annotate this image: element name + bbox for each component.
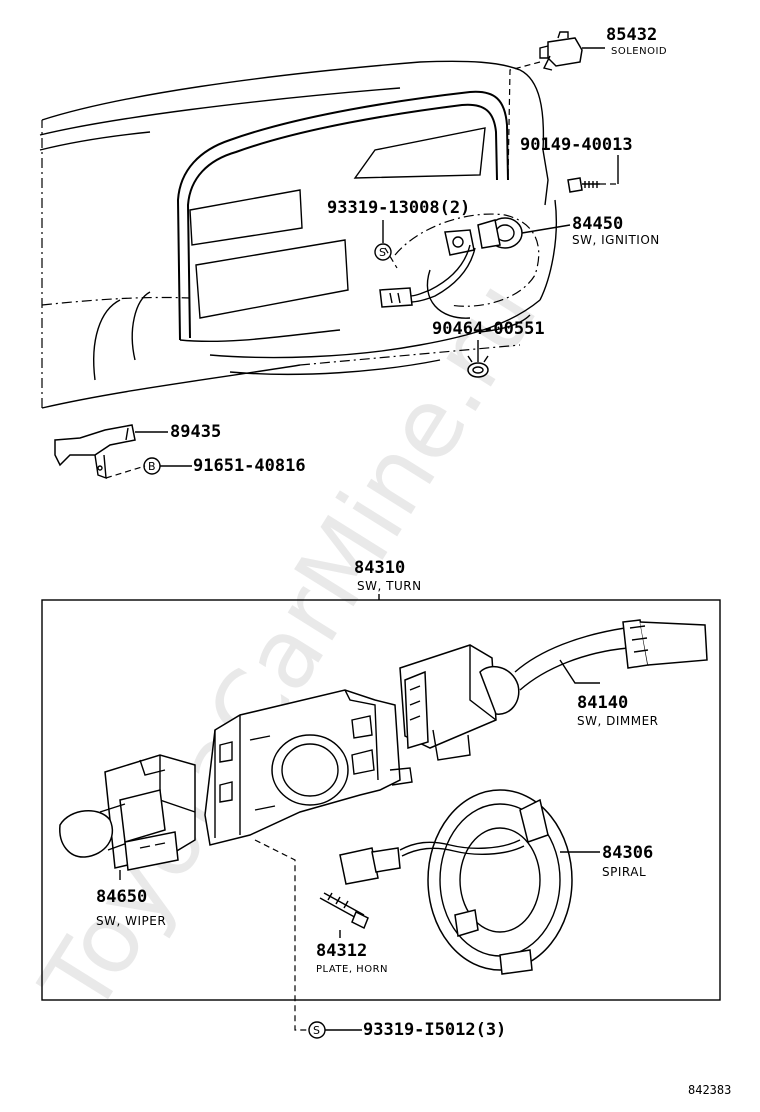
wiper-switch-part — [59, 754, 196, 871]
callout-screw-s: 93319-13008(2) S — [327, 198, 470, 261]
spiral-cable-part — [339, 789, 573, 975]
dashboard-illustration — [39, 60, 558, 409]
bolt-part — [567, 177, 618, 193]
part-number: 90464-00551 — [432, 319, 545, 339]
callout-turn: 84310 SW, TURN — [354, 558, 422, 600]
s-marker-icon — [374, 243, 392, 261]
part-name: PLATE, HORN — [316, 964, 388, 975]
callout-dimmer: 84140 SW, DIMMER — [559, 659, 659, 728]
part-name: SW, TURN — [357, 579, 422, 593]
part-number: 84310 — [354, 558, 405, 578]
clamp-part — [467, 355, 489, 378]
part-number: 93319-I5012(3) — [363, 1020, 506, 1040]
part-number: 84306 — [602, 843, 653, 863]
dimmer-switch-part — [399, 619, 708, 761]
callout-bolt: 90149-40013 — [520, 135, 633, 184]
callout-spiral: 84306 SPIRAL — [560, 843, 653, 879]
s-marker-label: S — [313, 1024, 320, 1037]
callout-ignition: 84450 SW, IGNITION — [521, 214, 660, 247]
part-number: 91651-40816 — [193, 456, 306, 476]
diagram-id: 842383 — [688, 1083, 731, 1097]
part-number: 85432 — [606, 25, 657, 45]
callout-clamp: 90464-00551 — [432, 319, 545, 362]
callout-screw-s2: S 93319-I5012(3) — [308, 1020, 506, 1040]
part-name: SW, IGNITION — [572, 233, 660, 247]
part-number: 84312 — [316, 941, 367, 961]
part-number: 84140 — [577, 693, 628, 713]
ignition-switch-part — [379, 217, 523, 308]
horn-plate-part — [319, 892, 369, 930]
solenoid-part — [507, 31, 583, 181]
part-number: 89435 — [170, 422, 221, 442]
bracket-part — [54, 424, 146, 480]
part-number: 84650 — [96, 887, 147, 907]
callout-bracket: 89435 — [135, 422, 221, 442]
part-name: SW, WIPER — [96, 914, 166, 928]
screw-leader — [254, 839, 308, 1031]
part-number: 84450 — [572, 214, 623, 234]
assembly-frame — [41, 599, 721, 1001]
callout-wiper: 84650 SW, WIPER — [96, 870, 166, 928]
callout-horn: 84312 PLATE, HORN — [316, 930, 388, 975]
turn-switch-body-part — [204, 689, 413, 846]
part-name: SPIRAL — [602, 865, 646, 879]
part-number: 90149-40013 — [520, 135, 633, 155]
s-marker-label: S — [379, 246, 386, 259]
b-marker-label: B — [148, 460, 156, 473]
callout-solenoid: 85432 SOLENOID — [582, 25, 667, 57]
part-name: SW, DIMMER — [577, 714, 659, 728]
part-name: SOLENOID — [611, 46, 667, 57]
callout-screw-b: B 91651-40816 — [143, 456, 306, 476]
part-number: 93319-13008(2) — [327, 198, 470, 218]
